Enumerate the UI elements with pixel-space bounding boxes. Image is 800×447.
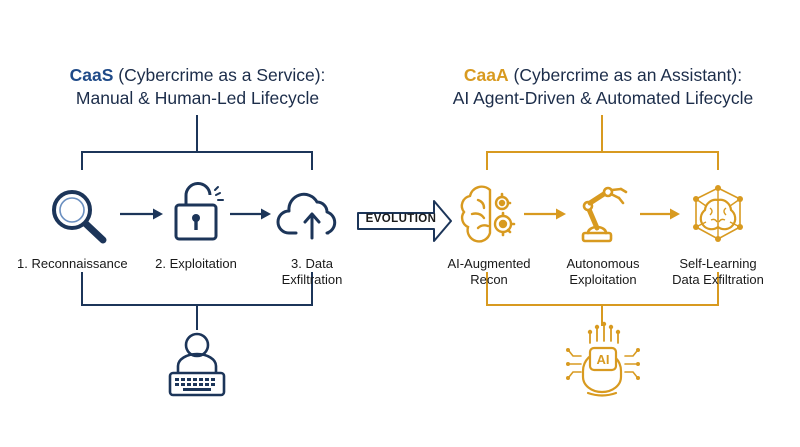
step-autonomous-line2: Exploitation	[569, 272, 637, 287]
step-self-learning-line1: Self-Learning	[679, 256, 757, 271]
cloud-upload-icon	[276, 192, 337, 240]
step-recon-line1: 1. Reconnaissance	[17, 256, 128, 271]
caas-bracket	[81, 115, 313, 330]
magnifier-icon	[52, 190, 107, 244]
neural-brain-icon	[693, 185, 743, 242]
step-self-learning-label: Self-Learning Data Exfiltration	[662, 256, 774, 288]
step-self-learning-line2: Data Exfiltration	[672, 272, 764, 287]
caas-title-rest: (Cybercrime as a Service):	[113, 65, 326, 85]
step-exploitation-label: 2. Exploitation	[146, 256, 246, 272]
robot-arm-icon	[581, 186, 628, 243]
person-at-keyboard-icon	[168, 332, 226, 397]
caaa-title-line2: AI Agent-Driven & Automated Lifecycle	[452, 88, 754, 108]
caaa-title-rest: (Cybercrime as an Assistant):	[508, 65, 743, 85]
step-autonomous-line1: Autonomous	[566, 256, 640, 271]
step-exfiltration-label: 3. Data Exfiltration	[267, 256, 357, 288]
step-exfiltration-line1: 3. Data	[291, 256, 333, 271]
brain-gears-icon	[460, 185, 516, 243]
caas-title-line2: Manual & Human-Led Lifecycle	[75, 88, 320, 108]
step-ai-recon-label: AI-Augmented Recon	[437, 256, 541, 288]
step-exfiltration-line2: Exfiltration	[281, 272, 343, 287]
caaa-bracket	[486, 115, 719, 326]
step-ai-recon-line2: Recon	[470, 272, 508, 287]
caas-step-arrows	[120, 208, 271, 220]
caaa-title-abbr: CaaA	[463, 65, 509, 85]
caaa-step-arrows	[524, 208, 680, 220]
evolution-label: EVOLUTION	[365, 213, 437, 225]
caas-title: CaaS (Cybercrime as a Service): Manual &…	[15, 64, 380, 110]
ai-agent-head-icon: AI	[566, 321, 640, 397]
caas-title-abbr: CaaS	[69, 65, 114, 85]
step-recon-label: 1. Reconnaissance	[17, 256, 128, 272]
step-autonomous-label: Autonomous Exploitation	[551, 256, 655, 288]
caaa-title: CaaA (Cybercrime as an Assistant): AI Ag…	[418, 64, 788, 110]
unlocked-padlock-icon	[174, 182, 224, 241]
evolution-arrow	[357, 200, 452, 242]
step-ai-recon-line1: AI-Augmented	[447, 256, 531, 271]
step-exploitation-line1: 2. Exploitation	[155, 256, 237, 271]
ai-badge-text: AI	[597, 352, 610, 367]
